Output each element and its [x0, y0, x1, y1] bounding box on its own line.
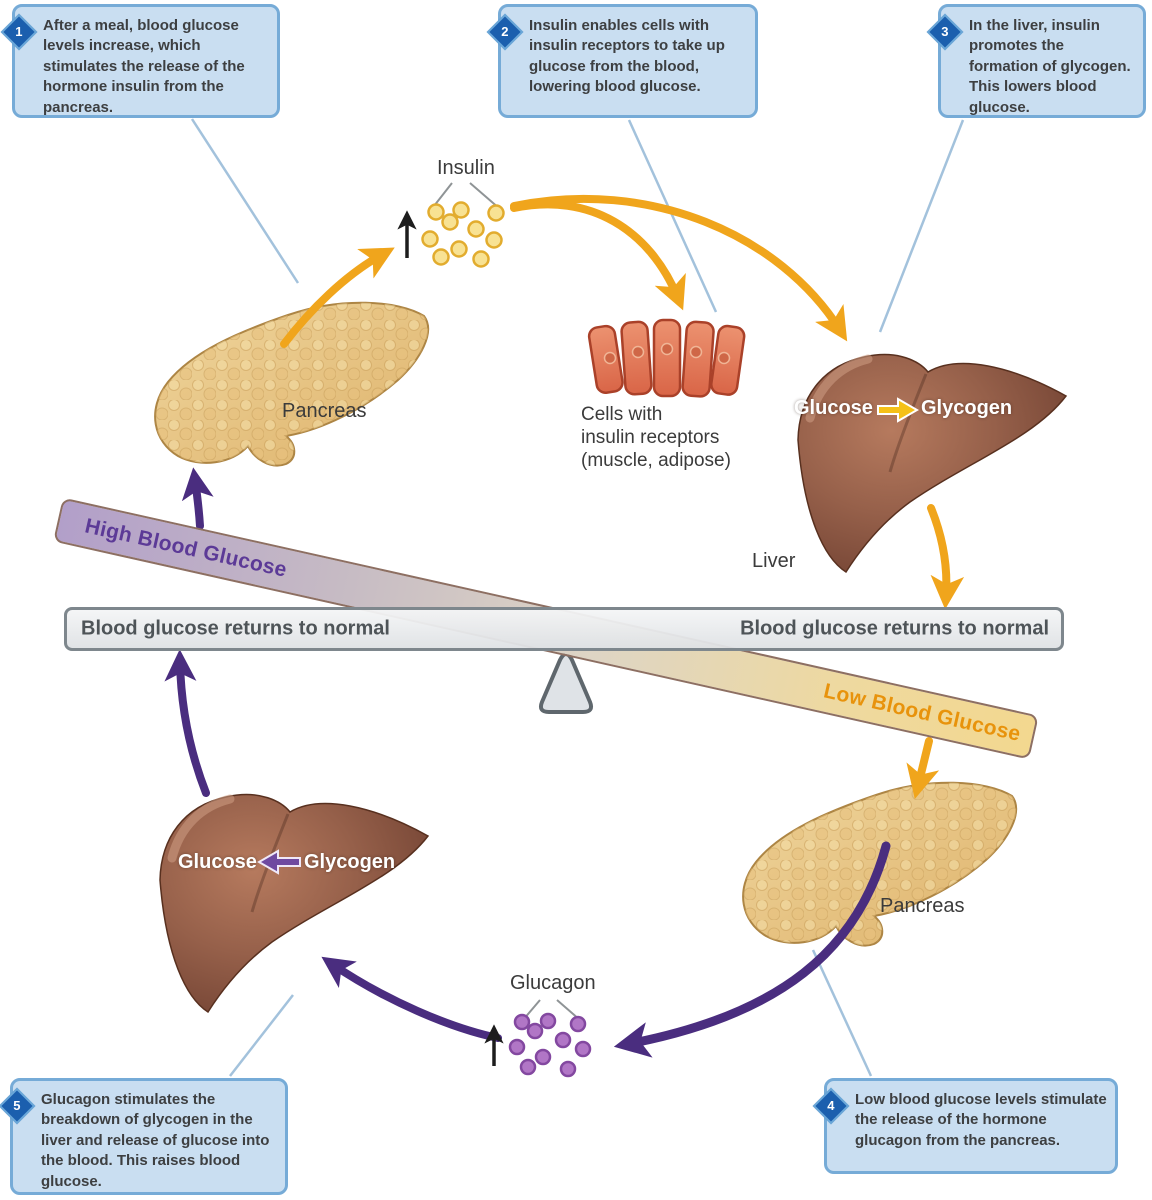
insulin-label: Insulin — [437, 157, 495, 179]
glucose-to-glycogen-arrow-icon — [877, 397, 919, 423]
callout-5: 5 Glucagon stimulates the breakdown of g… — [0, 1078, 288, 1195]
glucagon-molecules — [508, 1012, 592, 1078]
callout-1: 1 After a meal, blood glucose levels inc… — [0, 4, 280, 118]
pointer-line-callout-4 — [811, 949, 873, 1077]
pancreas-upper-label: Pancreas — [282, 400, 367, 422]
arrow-liver-to-normal-bar-left — [164, 649, 210, 797]
cells-label: Cells with insulin receptors (muscle, ad… — [581, 404, 731, 471]
normal-bar-right-label: Blood glucose returns to normal — [740, 617, 1049, 640]
callout-2: 2 Insulin enables cells with insulin rec… — [486, 4, 758, 118]
arrow-low-glucose-to-pancreas — [906, 737, 940, 800]
normal-bar-left-label: Blood glucose returns to normal — [81, 617, 390, 640]
glycogen-to-glucose-arrow-icon — [257, 849, 301, 875]
glucagon-label: Glucagon — [510, 972, 596, 994]
liver-upper-illustration — [798, 355, 1066, 572]
callout-4-text: Low blood glucose levels stimulate the r… — [855, 1091, 1107, 1149]
balance-fulcrum — [538, 652, 594, 714]
lower-glycogen-label: Glycogen — [304, 851, 396, 873]
pancreas-upper-illustration — [154, 301, 430, 467]
arrow-insulin-to-liver — [510, 194, 848, 342]
pancreas-lower-label: Pancreas — [880, 895, 965, 917]
callout-3: 3 In the liver, insulin promotes the for… — [926, 4, 1146, 118]
pointer-line-callout-2 — [627, 119, 718, 313]
callout-5-text: Glucagon stimulates the breakdown of gly… — [41, 1091, 270, 1190]
callout-1-text: After a meal, blood glucose levels incre… — [43, 17, 245, 116]
callout-4: 4 Low blood glucose levels stimulate the… — [812, 1078, 1118, 1174]
callout-3-text: In the liver, insulin promotes the forma… — [969, 17, 1131, 116]
pointer-line-callout-1 — [190, 118, 300, 284]
liver-label: Liver — [752, 550, 796, 572]
pointer-line-callout-5 — [229, 994, 294, 1077]
insulin-receptor-cells-illustration — [587, 318, 746, 398]
pointer-line-callout-3 — [878, 119, 965, 333]
upper-glucose-label: Glucose — [794, 397, 873, 419]
arrow-pancreas-to-insulin — [280, 247, 395, 348]
upper-glycogen-label: Glycogen — [921, 397, 1013, 419]
insulin-molecules — [421, 201, 505, 268]
arrow-liver-to-normal-bar — [927, 504, 965, 610]
liver-lower-illustration — [160, 795, 428, 1012]
arrow-pancreas-to-glucagon — [613, 841, 891, 1058]
callout-2-text: Insulin enables cells with insulin recep… — [529, 17, 725, 96]
arrow-glucagon-to-liver — [321, 956, 502, 1042]
blood-glucose-normal-bar: Blood glucose returns to normal Blood gl… — [64, 607, 1064, 651]
lower-glucose-label: Glucose — [178, 851, 257, 873]
arrow-insulin-to-cells — [510, 200, 686, 311]
arrow-high-glucose-to-pancreas — [181, 467, 214, 530]
